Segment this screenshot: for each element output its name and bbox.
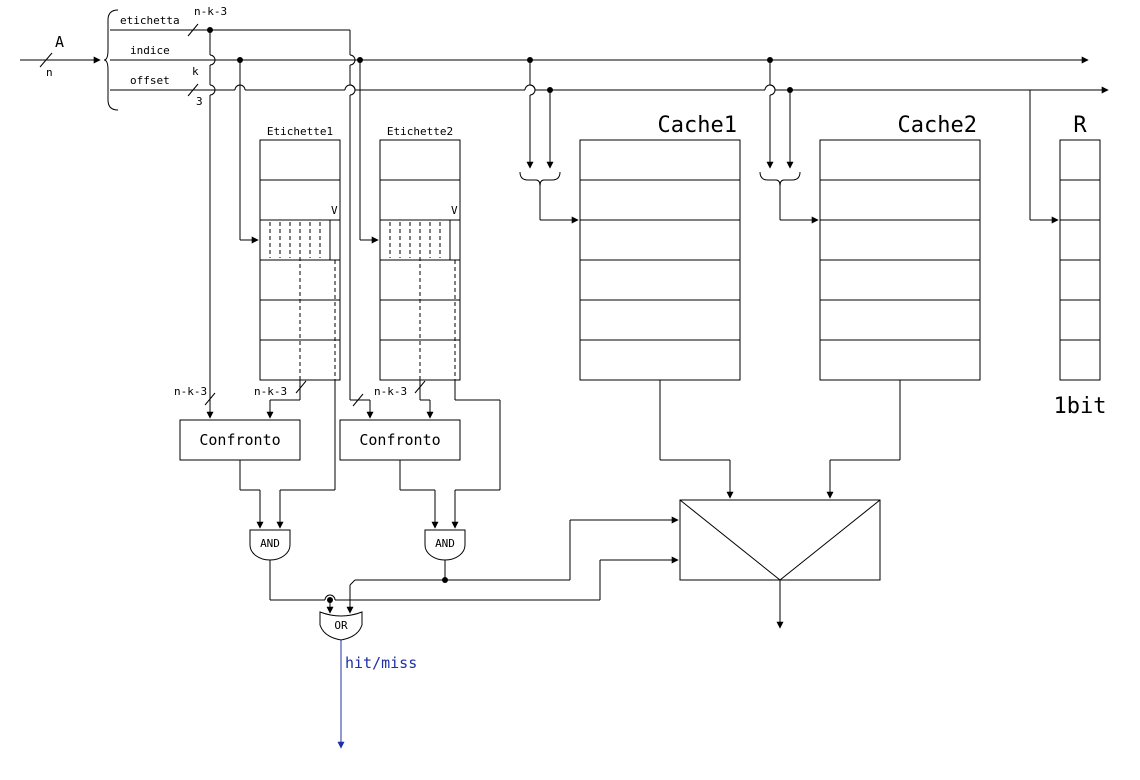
or-gate-label: OR	[334, 619, 348, 632]
and-gate-1-label: AND	[260, 537, 280, 550]
cache-2-memory: Cache2	[819, 113, 981, 381]
and-gate-2: AND	[424, 529, 466, 561]
field-width-indice: k	[192, 65, 199, 78]
tag-memory-2-title: Etichette2	[387, 125, 453, 138]
and-gate-1: AND	[249, 529, 291, 561]
and-input-wires	[239, 380, 501, 529]
tag-memory-2: Etichette2 V	[379, 125, 461, 381]
valid-bit-label-1: V	[331, 204, 338, 217]
field-width-offset: 3	[196, 95, 203, 108]
tag-memory-1: Etichette1 V	[259, 125, 341, 381]
comparator-1-tag-width: n-k-3	[174, 385, 207, 398]
or-input-wires	[269, 516, 679, 614]
comparator-2-label: Confronto	[359, 431, 440, 449]
data-selector	[679, 499, 881, 629]
field-name-indice: indice	[130, 44, 170, 57]
and-gate-2-label: AND	[435, 537, 455, 550]
comparator-1-label: Confronto	[199, 431, 280, 449]
field-wires	[110, 29, 1109, 419]
comparator-2-stored-width: n-k-3	[374, 385, 407, 398]
address-label: A	[55, 33, 64, 51]
valid-bit-label-2: V	[451, 204, 458, 217]
comparator-1: Confronto	[179, 419, 301, 461]
cache-2-title: Cache2	[898, 113, 977, 138]
address-width-label: n	[46, 66, 53, 79]
field-name-etichetta: etichetta	[120, 14, 180, 27]
hit-miss-label: hit/miss	[345, 654, 417, 672]
bus-width-tick	[39, 52, 53, 68]
cache-1-title: Cache1	[658, 113, 737, 138]
replacement-memory-size: 1bit	[1054, 394, 1107, 419]
field-name-offset: offset	[130, 74, 170, 87]
or-gate: OR	[319, 611, 363, 641]
comparator-input-wires	[266, 380, 434, 419]
replacement-memory-title: R	[1073, 113, 1087, 138]
field-split-brace	[103, 9, 119, 111]
tag-memory-1-title: Etichette1	[267, 125, 333, 138]
field-width-etichetta: n-k-3	[194, 5, 227, 18]
comparator-2: Confronto	[339, 419, 461, 461]
comparator-1-stored-width: n-k-3	[254, 385, 287, 398]
junction-dots	[207, 27, 793, 603]
data-output-wires	[659, 380, 901, 499]
cache-1-memory: Cache1	[579, 113, 741, 381]
address-input: A n	[20, 9, 119, 111]
replacement-memory: R 1bit	[1054, 113, 1107, 419]
